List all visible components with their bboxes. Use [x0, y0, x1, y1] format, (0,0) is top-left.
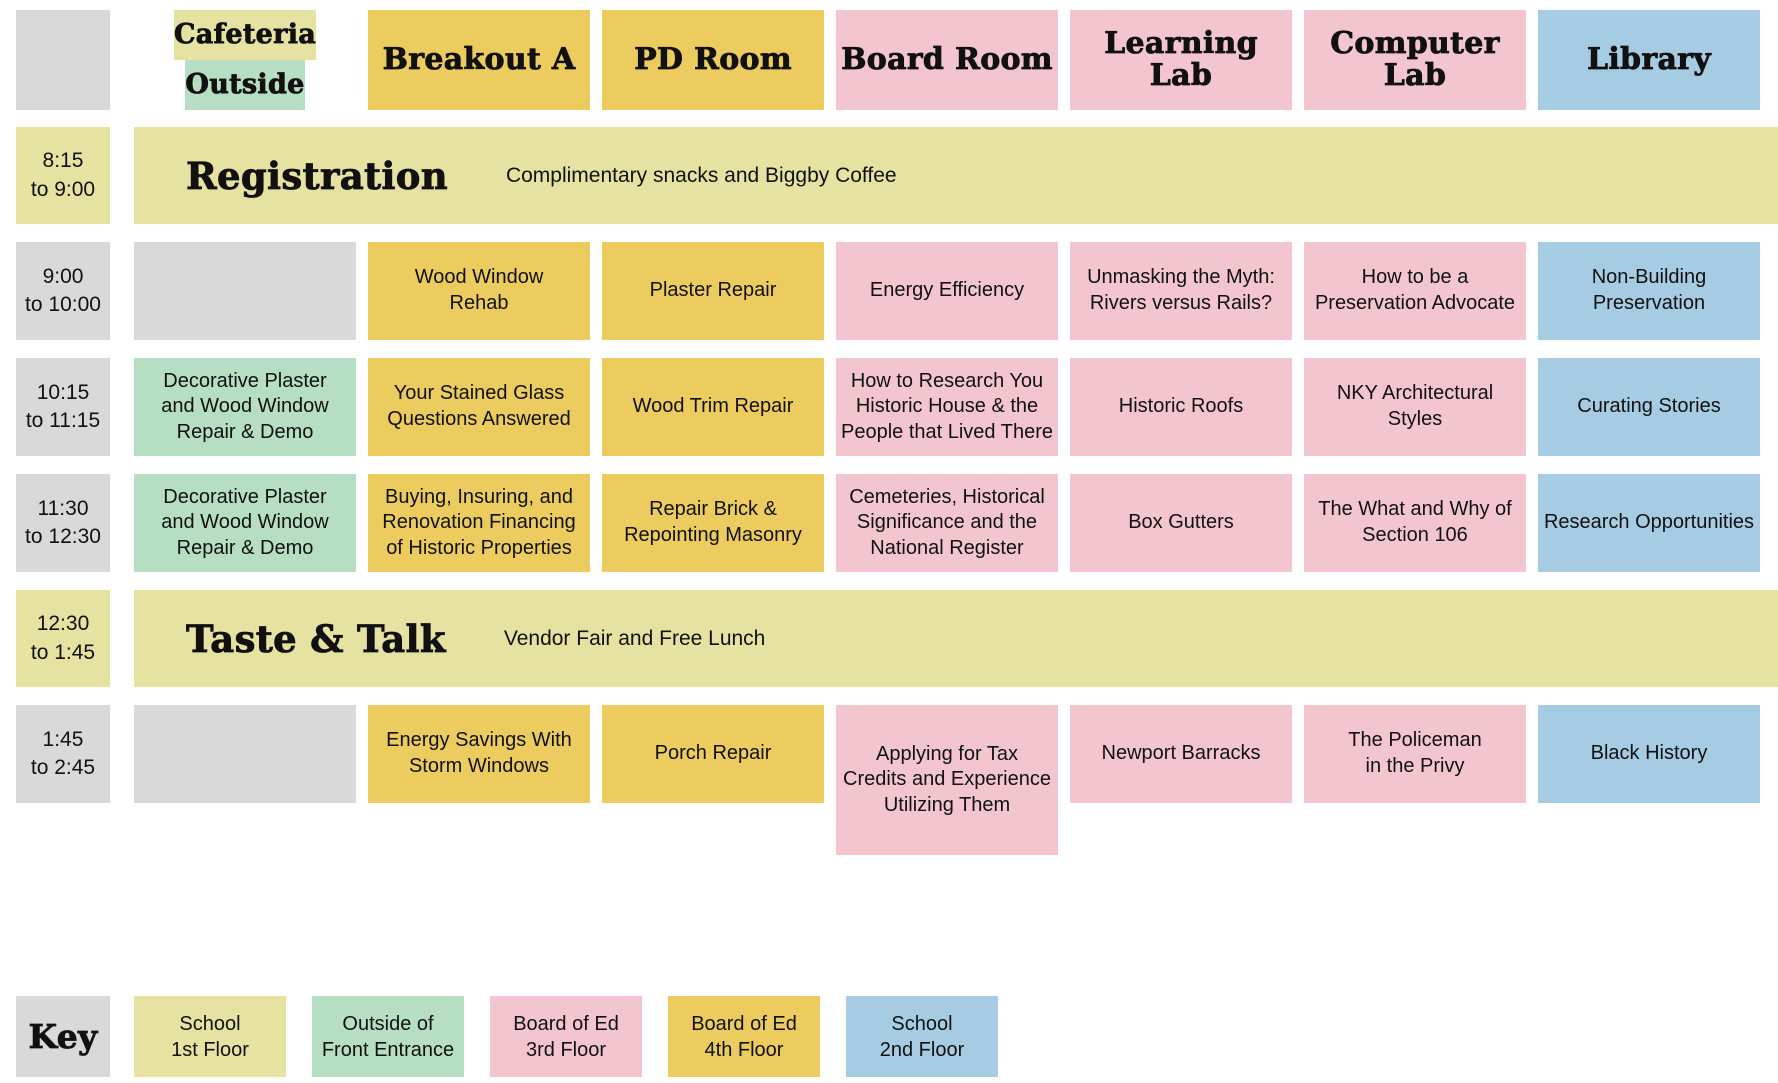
column-header-computer-lab: Computer Lab [1304, 10, 1526, 110]
column-header-library: Library [1538, 10, 1760, 110]
session-cell: Box Gutters [1070, 474, 1292, 572]
session-cell: Applying for Tax Credits and Experience … [836, 705, 1058, 855]
key-item: Board of Ed 3rd Floor [490, 996, 642, 1077]
session-cell: Unmasking the Myth: Rivers versus Rails? [1070, 242, 1292, 340]
session-cell: Your Stained Glass Questions Answered [368, 358, 590, 456]
time-cell: 8:15 to 9:00 [16, 127, 110, 224]
session-row: 10:15 to 11:15 Decorative Plaster and Woo… [16, 358, 1778, 456]
session-cell: Repair Brick & Repointing Masonry [602, 474, 824, 572]
corner-cell [16, 10, 110, 110]
session-cell: Black History [1538, 705, 1760, 803]
schedule-rows: 8:15 to 9:00 Registration Complimentary sn… [16, 127, 1778, 855]
session-cell: Research Opportunities [1538, 474, 1760, 572]
banner-cell: Taste & Talk Vendor Fair and Free Lunch [134, 590, 1778, 687]
session-cell: Wood Window Rehab [368, 242, 590, 340]
session-cell: Plaster Repair [602, 242, 824, 340]
column-header-pd-room: PD Room [602, 10, 824, 110]
session-cell: How to Research You Historic House & the… [836, 358, 1058, 456]
key-item: Outside of Front Entrance [312, 996, 464, 1077]
session-cell: Buying, Insuring, and Renovation Financi… [368, 474, 590, 572]
session-cell: The What and Why of Section 106 [1304, 474, 1526, 572]
session-cell: Cemeteries, Historical Significance and … [836, 474, 1058, 572]
session-cell: Non-Building Preservation [1538, 242, 1760, 340]
session-row: 1:45 to 2:45 Energy Savings With Storm Wi… [16, 705, 1778, 855]
session-cell: Newport Barracks [1070, 705, 1292, 803]
session-cell: Curating Stories [1538, 358, 1760, 456]
session-cell: Porch Repair [602, 705, 824, 803]
time-cell: 12:30 to 1:45 [16, 590, 110, 687]
session-cell: Decorative Plaster and Wood Window Repai… [134, 358, 356, 456]
key-item: Board of Ed 4th Floor [668, 996, 820, 1077]
banner-row: 12:30 to 1:45 Taste & Talk Vendor Fair and… [16, 590, 1778, 687]
session-cell: How to be a Preservation Advocate [1304, 242, 1526, 340]
column-header-learning-lab: Learning Lab [1070, 10, 1292, 110]
session-cell: The Policeman in the Privy [1304, 705, 1526, 803]
column-header-cafeteria: Cafeteria [174, 10, 316, 60]
key-title: Key [16, 996, 110, 1077]
banner-subtitle: Complimentary snacks and Biggby Coffee [505, 163, 897, 187]
session-cell: Decorative Plaster and Wood Window Repai… [134, 474, 356, 572]
key-row: Key School 1st Floor Outside of Front Entr… [16, 996, 1778, 1077]
banner-cell: Registration Complimentary snacks and Big… [134, 127, 1778, 224]
session-cell: Energy Efficiency [836, 242, 1058, 340]
time-cell: 9:00 to 10:00 [16, 242, 110, 340]
session-cell: NKY Architectural Styles [1304, 358, 1526, 456]
column-header-outside: Outside [185, 60, 305, 110]
empty-cell [134, 705, 356, 803]
key-item: School 2nd Floor [846, 996, 998, 1077]
column-header-breakout-a: Breakout A [368, 10, 590, 110]
banner-subtitle: Vendor Fair and Free Lunch [503, 626, 766, 650]
session-cell: Energy Savings With Storm Windows [368, 705, 590, 803]
time-cell: 10:15 to 11:15 [16, 358, 110, 456]
time-cell: 1:45 to 2:45 [16, 705, 110, 803]
session-cell: Wood Trim Repair [602, 358, 824, 456]
banner-title: Registration [186, 153, 448, 198]
time-cell: 11:30 to 12:30 [16, 474, 110, 572]
session-row: 11:30 to 12:30 Decorative Plaster and Woo… [16, 474, 1778, 572]
key-item: School 1st Floor [134, 996, 286, 1077]
session-cell: Historic Roofs [1070, 358, 1292, 456]
banner-row: 8:15 to 9:00 Registration Complimentary sn… [16, 127, 1778, 224]
empty-cell [134, 242, 356, 340]
banner-title: Taste & Talk [186, 616, 446, 661]
column-header-board-room: Board Room [836, 10, 1058, 110]
